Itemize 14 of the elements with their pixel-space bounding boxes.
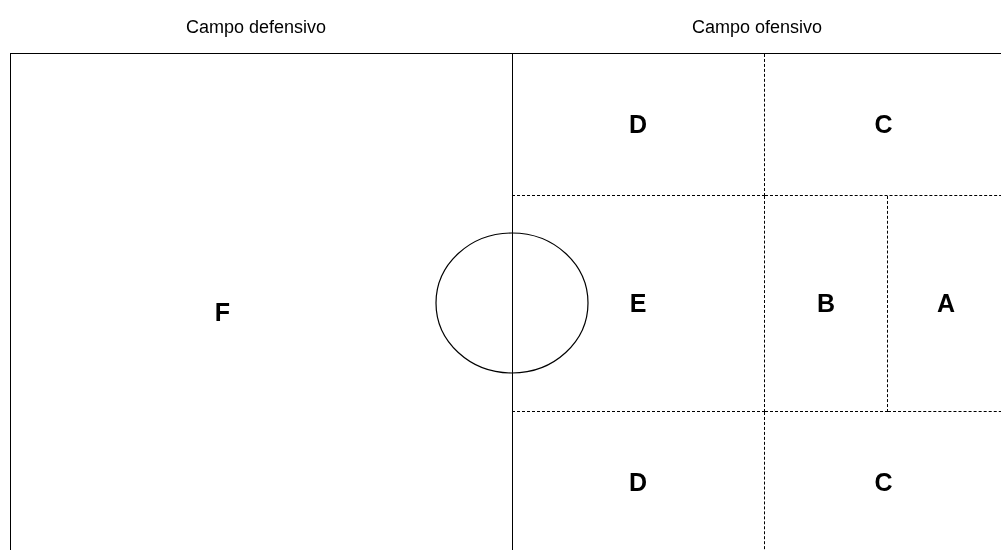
- zone-letter: C: [874, 467, 893, 499]
- zone-letter: D: [628, 108, 648, 140]
- zone-letter: E: [629, 287, 647, 319]
- zone-letter: F: [214, 297, 231, 329]
- field-zone: [512, 196, 765, 412]
- field-zone: [765, 196, 888, 412]
- zone-letter: B: [816, 287, 836, 319]
- zone-letter: A: [936, 287, 956, 319]
- field-zone: [512, 54, 765, 196]
- zone-heading: Campo ofensivo: [690, 16, 824, 39]
- zone-letter: D: [628, 467, 648, 499]
- zone-letter: C: [874, 108, 893, 140]
- zone-heading: Campo defensivo: [184, 16, 328, 39]
- center-circle: [435, 232, 589, 374]
